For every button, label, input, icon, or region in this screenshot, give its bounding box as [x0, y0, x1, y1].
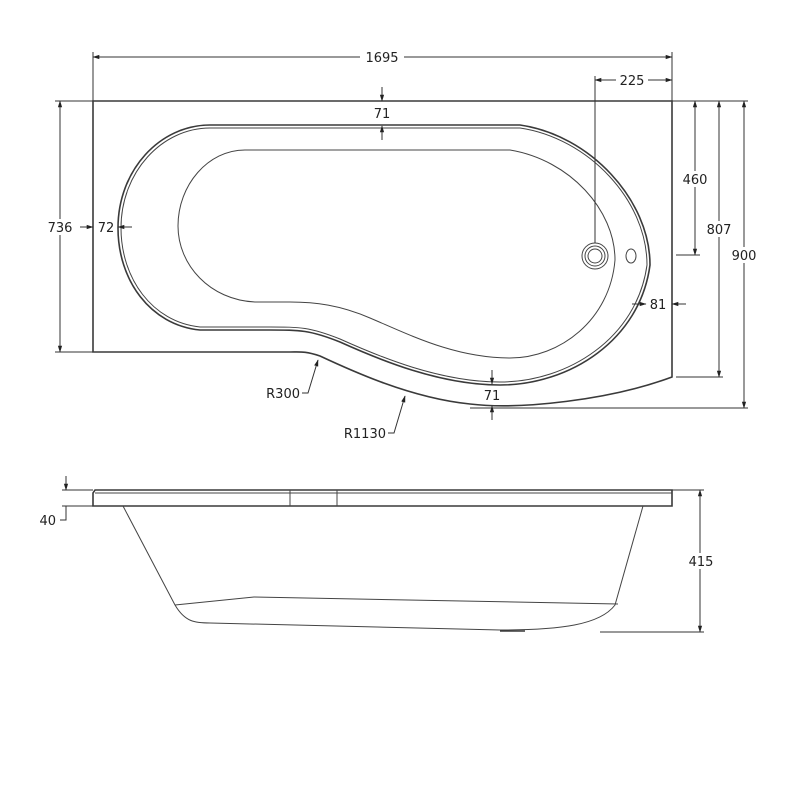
dim-overall-width: 900 — [732, 249, 757, 264]
plan-view — [92, 100, 673, 407]
dim-waste-from-end: 225 — [620, 74, 645, 89]
side-inner-floor — [174, 596, 619, 606]
rim-outer — [117, 124, 651, 386]
waste-mid-icon — [584, 245, 606, 267]
waste-outer-icon — [581, 242, 609, 270]
dim-small-radius: R300 — [266, 387, 300, 402]
dim-overall-length: 1695 — [365, 51, 398, 66]
dim-narrow-width: 736 — [48, 221, 73, 236]
waste-inner-icon — [587, 248, 603, 264]
dim-top-rim: 71 — [374, 107, 391, 122]
side-dimensions: 40 415 — [39, 476, 716, 633]
side-view — [92, 489, 673, 632]
plan-dimensions: 1695 225 71 736 72 460 807 — [44, 49, 759, 442]
side-body — [122, 505, 644, 631]
dim-bottom-rim: 71 — [484, 389, 501, 404]
dim-large-radius: R1130 — [344, 427, 386, 442]
rim-outer-inner-line — [120, 127, 648, 383]
dim-overall-depth: 415 — [689, 555, 714, 570]
dim-waste-from-top: 460 — [683, 173, 708, 188]
side-rim — [92, 489, 673, 507]
dim-rim-thickness: 40 — [39, 514, 56, 529]
overflow-icon — [625, 248, 637, 264]
deck-outline — [92, 100, 673, 407]
basin-outline — [177, 149, 616, 359]
dim-left-rim: 72 — [98, 221, 115, 236]
dim-end-height: 807 — [707, 223, 732, 238]
dim-right-rim: 81 — [650, 298, 667, 313]
